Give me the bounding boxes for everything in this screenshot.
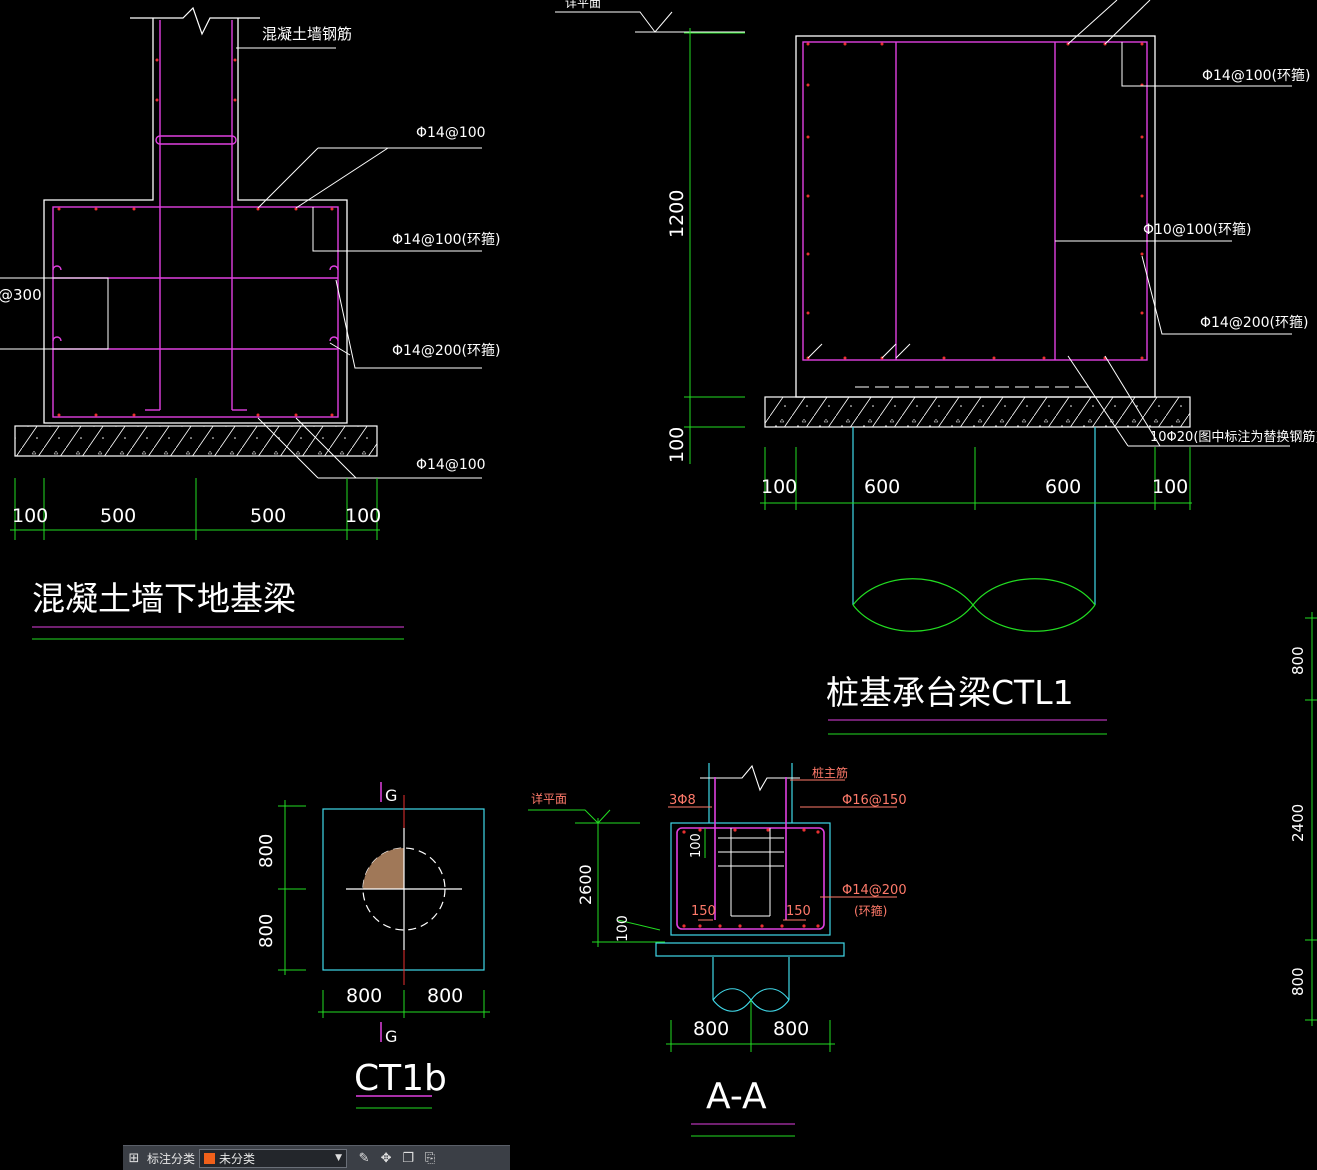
pile-cap-dim-0: 100 [761, 476, 797, 498]
wall-rebar-ring100: Φ14@100(环箍) [392, 231, 500, 248]
right-dim-0: 800 [1289, 646, 1307, 675]
ct1b-section-mark-top: G [385, 786, 397, 805]
pile-quadrant-fill [363, 848, 404, 889]
right-dim-1: 2400 [1289, 804, 1307, 842]
wall-beam-title: 混凝土墙下地基梁 [32, 579, 296, 618]
ct1b-dim-v-1: 800 [256, 914, 277, 948]
aa-rebar-phi16: Φ16@150 [842, 793, 907, 808]
edit-icon[interactable]: ✎ [358, 1150, 370, 1166]
wall-dim-2: 500 [250, 505, 286, 527]
pile-cap-rebar-ring-top: Φ14@100(环箍) [1202, 67, 1310, 84]
paste-icon[interactable]: ⎘ [424, 1150, 436, 1166]
pile-cap-dim-2: 600 [1045, 476, 1081, 498]
pile-cap-title: 桩基承台梁CTL1 [826, 673, 1074, 712]
wall-dim-1: 500 [100, 505, 136, 527]
aa-dim-150-right: 150 [786, 904, 811, 919]
pile-cap-dim-3: 100 [1152, 476, 1188, 498]
ct1b-dim-h-1: 800 [427, 985, 463, 1007]
pile-cap-dim-100: 100 [666, 427, 688, 463]
copy-icon[interactable]: ❐ [402, 1150, 414, 1166]
aa-dim-100-top: 100 [689, 833, 704, 858]
aa-dim-1: 800 [773, 1018, 809, 1040]
right-edge-dims [1305, 612, 1317, 1026]
ct1b-title: CT1b [354, 1058, 447, 1099]
annotation-category-select[interactable]: 未分类 ▼ [199, 1148, 348, 1168]
aa-dim-100-bot: 100 [615, 915, 631, 942]
move-icon[interactable]: ✥ [380, 1150, 392, 1166]
wall-rebar-side: @300 [0, 286, 42, 304]
aa-rebar-ring: (环箍) [854, 903, 887, 918]
category-color-swatch [204, 1152, 216, 1164]
aa-dim-150-left: 150 [691, 904, 716, 919]
aa-pile-rebar: 桩主筋 [812, 765, 848, 780]
wall-dim-3: 100 [345, 505, 381, 527]
ct1b-dim-h-0: 800 [346, 985, 382, 1007]
pile-cap-elevation-label: 详平面 [565, 0, 601, 10]
ct1b-dim-v-0: 800 [256, 834, 277, 868]
pile-cap-rebar-ring10: Φ10@100(环箍) [1143, 221, 1251, 238]
aa-elevation-label: 详平面 [531, 791, 567, 806]
wall-beam-detail [0, 6, 482, 640]
annotation-toolbar: ⊞ 标注分类 未分类 ▼ ✎ ✥ ❐ ⎘ [123, 1145, 510, 1170]
aa-rebar-3phi8: 3Φ8 [669, 793, 696, 808]
chevron-down-icon: ▼ [335, 1153, 343, 1163]
pile-cap-dim-1: 600 [864, 476, 900, 498]
pile-cap-beam-detail [555, 0, 1292, 735]
pile-cap-rebar-ring200: Φ14@200(环箍) [1200, 314, 1308, 331]
aa-rebar-phi14: Φ14@200 [842, 883, 907, 898]
section-aa [528, 763, 897, 1137]
aa-dim-2600: 2600 [576, 864, 595, 905]
pile-cap-rebar-bottom: 10Φ20(图中标注为替换钢筋) [1150, 429, 1317, 445]
wall-dim-0: 100 [12, 505, 48, 527]
annotation-category-label: 标注分类 [147, 1151, 196, 1166]
category-select-value: 未分类 [219, 1151, 256, 1166]
grid-icon[interactable]: ⊞ [128, 1150, 140, 1166]
wall-rebar-bottom: Φ14@100 [416, 457, 486, 473]
aa-dim-0: 800 [693, 1018, 729, 1040]
aa-title: A-A [706, 1076, 767, 1117]
ct1b-plan [278, 782, 490, 1109]
right-dim-2: 800 [1289, 967, 1307, 996]
ct1b-section-mark-bottom: G [385, 1027, 397, 1046]
pile-cap-dim-1200: 1200 [666, 190, 688, 238]
wall-rebar-label: 混凝土墙钢筋 [262, 25, 352, 43]
wall-rebar-ring200: Φ14@200(环箍) [392, 342, 500, 359]
wall-rebar-top: Φ14@100 [416, 125, 486, 141]
